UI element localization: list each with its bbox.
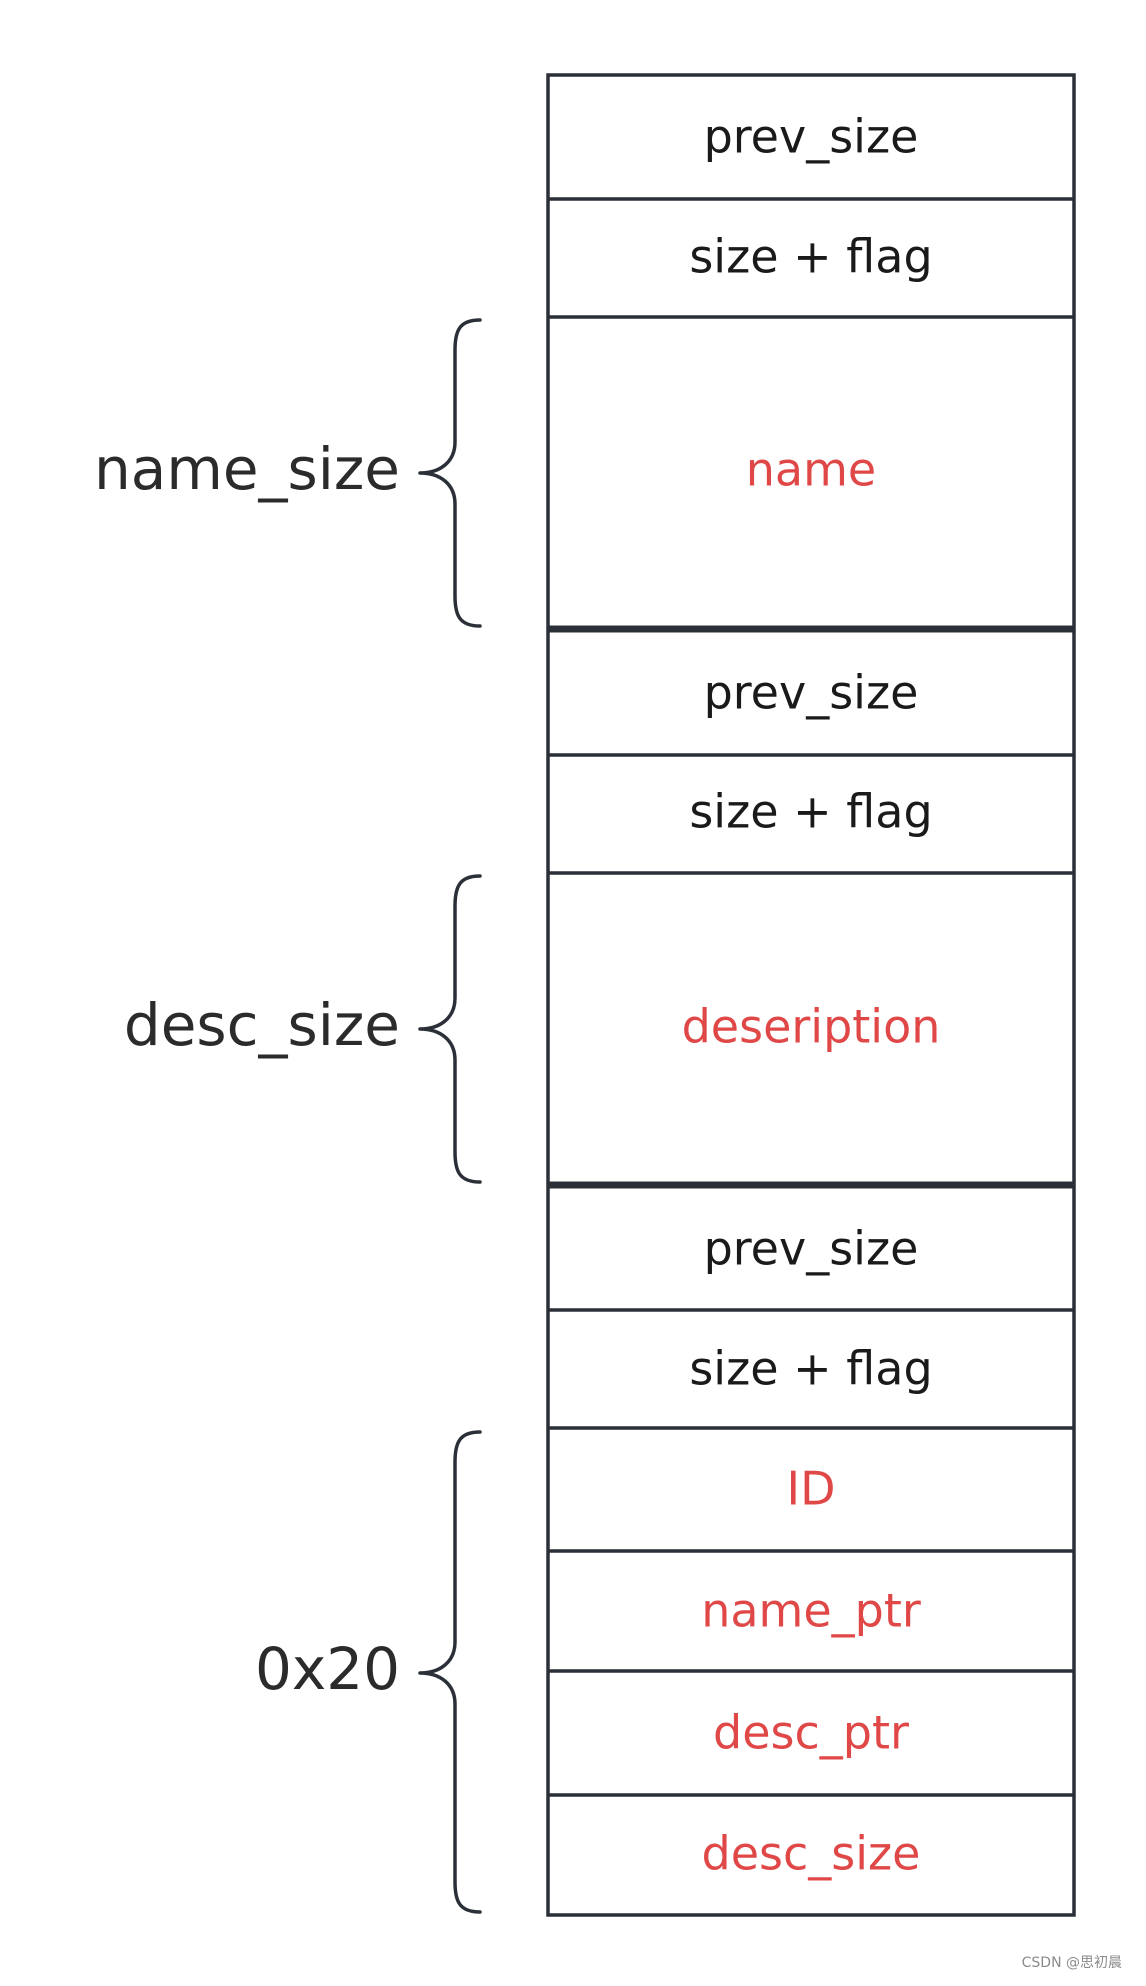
label-name-size: name_size (94, 435, 400, 503)
cell-prev-size-2: prev_size (704, 666, 919, 720)
label-0x20: 0x20 (255, 1635, 400, 1703)
label-desc-size: desc_size (124, 991, 400, 1059)
chunk-cells (548, 197, 1074, 1797)
cell-size-flag-3: size + flag (689, 1342, 932, 1396)
brace-labels: name_size desc_size 0x20 (94, 435, 400, 1703)
cell-desc-size: desc_size (702, 1827, 921, 1881)
cell-name-ptr: name_ptr (701, 1584, 921, 1638)
cell-desc-ptr: desc_ptr (713, 1706, 909, 1760)
cell-name: name (746, 443, 876, 497)
cell-id: ID (787, 1462, 836, 1516)
cell-size-flag-2: size + flag (689, 785, 932, 839)
cell-size-flag-1: size + flag (689, 230, 932, 284)
brace-desc-size (418, 874, 482, 1184)
brace-name-size (418, 318, 482, 628)
cell-prev-size-1: prev_size (704, 110, 919, 164)
brace-0x20 (418, 1430, 482, 1914)
chunk-column-frame (546, 73, 1076, 1917)
chunk-cell-labels: prev_size size + flag name prev_size siz… (682, 110, 941, 1881)
curly-braces (418, 318, 482, 1914)
cell-description: deseription (682, 1000, 941, 1054)
watermark-text: CSDN @思初晨 (1021, 1955, 1122, 1971)
cell-prev-size-3: prev_size (704, 1222, 919, 1276)
